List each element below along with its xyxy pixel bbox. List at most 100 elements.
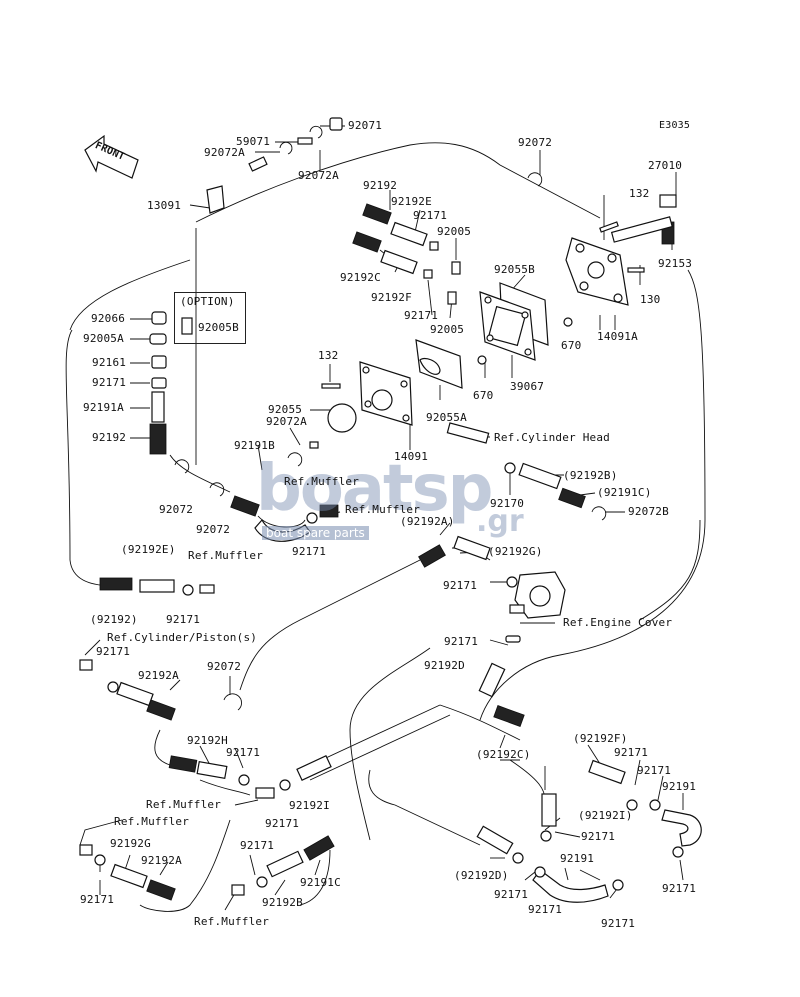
part-label: 92171 — [226, 746, 261, 759]
option-box — [174, 292, 246, 344]
ref-label: Ref.Muffler — [284, 475, 360, 488]
ref-label: Ref.Muffler — [345, 503, 421, 516]
part-label: 92191C — [300, 876, 341, 889]
part-label: 92072 — [207, 660, 242, 673]
part-label: 92192H — [187, 734, 228, 747]
part-label: (92192I) — [578, 809, 633, 822]
part-label: 92171 — [292, 545, 327, 558]
part-label: 92170 — [490, 497, 525, 510]
ref-label: Ref.Engine Cover — [563, 616, 673, 629]
part-label: 92191B — [234, 439, 275, 452]
watermark-brand: boatsp — [256, 452, 493, 526]
ref-label: Ref.Cylinder Head — [494, 431, 610, 444]
part-label: 92192E — [391, 195, 432, 208]
part-label: 92171 — [80, 893, 115, 906]
part-label: 92192F — [371, 291, 412, 304]
part-label: 92171 — [404, 309, 439, 322]
part-label: 92192A — [138, 669, 179, 682]
part-label: 13091 — [147, 199, 182, 212]
part-label: 92171 — [443, 579, 478, 592]
clip-pins — [248, 125, 323, 172]
part-label: 92192I — [289, 799, 330, 812]
part-label: (92192D) — [454, 869, 509, 882]
part-label: (92192E) — [121, 543, 176, 556]
part-label: 92005A — [83, 332, 124, 345]
part-label: 92192D — [424, 659, 465, 672]
part-label: 92171 — [92, 376, 127, 389]
part-label: 92171 — [581, 830, 616, 843]
part-label: 92171 — [265, 817, 300, 830]
part-label: 92171 — [96, 645, 131, 658]
option-label: (OPTION) — [180, 295, 235, 308]
part-label: 92171 — [494, 888, 529, 901]
part-label: 92192 — [363, 179, 398, 192]
plug-13091 — [206, 185, 225, 214]
part-label: 92192C — [340, 271, 381, 284]
part-label: 92055A — [426, 411, 467, 424]
front-arrow-icon — [84, 134, 139, 179]
option-parts — [149, 311, 193, 389]
ref-label: Ref.Muffler — [146, 798, 222, 811]
ref-label: Ref.Cylinder/Piston(s) — [107, 631, 258, 644]
engine-cover-fitting — [509, 571, 566, 619]
part-label: 92055B — [494, 263, 535, 276]
part-label: 14091A — [597, 330, 638, 343]
ref-label: Ref.Muffler — [188, 549, 264, 562]
part-label: 92005 — [430, 323, 465, 336]
part-label: 92005B — [198, 321, 239, 334]
part-label: 92171 — [528, 903, 563, 916]
part-label: 92072 — [196, 523, 231, 536]
clamps — [94, 452, 684, 891]
part-label: 92072 — [159, 503, 194, 516]
gasket-92055a — [415, 339, 463, 389]
part-label: 92171 — [614, 746, 649, 759]
part-label: 92192B — [262, 896, 303, 909]
part-label: 92171 — [637, 764, 672, 777]
part-label: (92191C) — [597, 486, 652, 499]
part-label: 92171 — [444, 635, 479, 648]
part-label: 92071 — [348, 119, 383, 132]
springs — [99, 203, 586, 901]
part-label: 92055 — [268, 403, 303, 416]
elbow-92191-lower — [532, 869, 609, 903]
part-label: (92192F) — [573, 732, 628, 745]
part-label: 92066 — [91, 312, 126, 325]
part-label: (92192A) — [400, 515, 455, 528]
part-label: 92191 — [560, 852, 595, 865]
hoses — [110, 221, 626, 889]
part-label: 92192 — [92, 431, 127, 444]
part-label: 670 — [473, 389, 494, 402]
ref-fittings — [79, 422, 490, 896]
diagram-code: E3035 — [659, 120, 691, 131]
part-label: 92072A — [298, 169, 339, 182]
part-label: 92153 — [658, 257, 693, 270]
part-label: 92171 — [413, 209, 448, 222]
part-label: 92171 — [662, 882, 697, 895]
part-label: 132 — [629, 187, 650, 200]
fitting-27010 — [610, 194, 677, 245]
part-label: 92191 — [662, 780, 697, 793]
main-hose-loop-right — [479, 269, 706, 721]
clamp-92071 — [329, 117, 343, 131]
housing-39067 — [479, 291, 536, 361]
watermark-domain: .gr — [476, 504, 524, 539]
part-label: (92192B) — [563, 469, 618, 482]
o-ring-92055 — [327, 403, 357, 433]
part-label: 92191A — [83, 401, 124, 414]
part-label: 132 — [318, 349, 339, 362]
part-label: 92171 — [166, 613, 201, 626]
elbow-92191 — [661, 809, 702, 847]
part-label: 59071 — [236, 135, 271, 148]
ref-label: Ref.Muffler — [114, 815, 190, 828]
part-label: 92171 — [601, 917, 636, 930]
part-label: 92192A — [141, 854, 182, 867]
part-label: 92072 — [518, 136, 553, 149]
part-label: 92161 — [92, 356, 127, 369]
part-label: 92072B — [628, 505, 669, 518]
watermark-tagline: boat spare parts — [262, 526, 369, 540]
part-label: (92192) — [90, 613, 138, 626]
part-label: (92192G) — [488, 545, 543, 558]
part-label: 92192G — [110, 837, 151, 850]
